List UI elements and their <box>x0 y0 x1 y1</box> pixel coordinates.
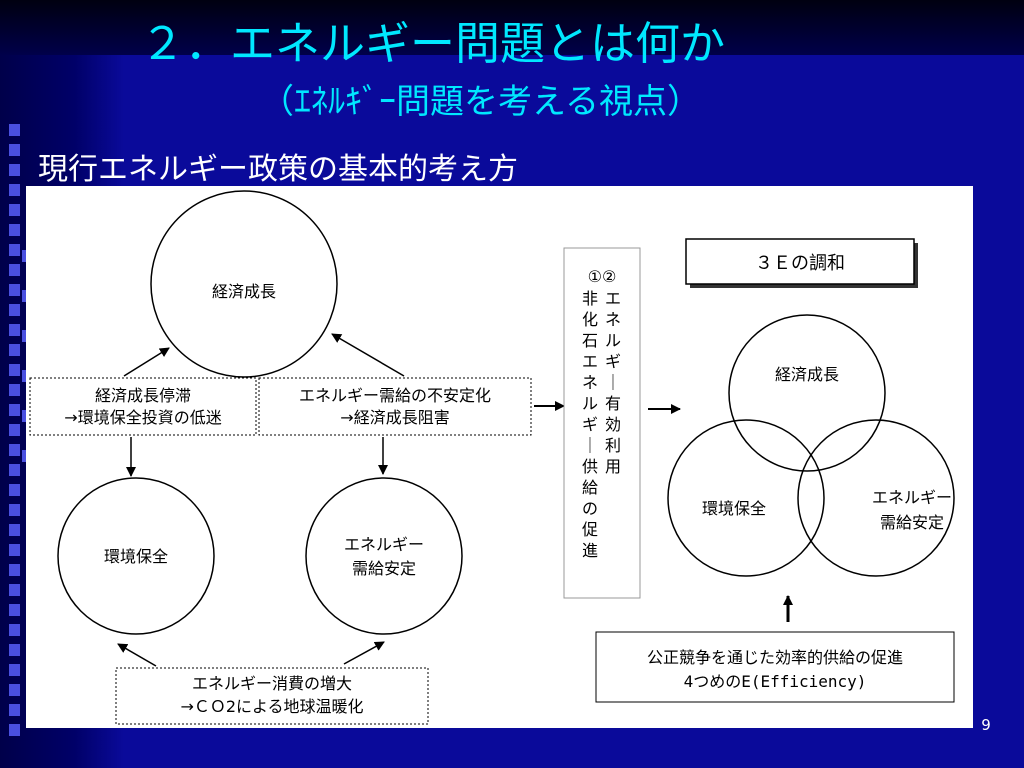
middle-box <box>563 247 641 599</box>
section-heading: 現行エネルギー政策の基本的考え方 <box>38 152 518 187</box>
decor-square <box>9 524 20 536</box>
vertical-char: 供 <box>582 457 598 476</box>
bottom-box-efficiency-line1: 公正競争を通じた効率的供給の促進 <box>647 648 903 667</box>
diagram-svg: 経済成長 環境保全 エネルギー 需給安定 経済成長停滞 →環境保全投資の低迷 エ… <box>29 190 955 725</box>
decor-square <box>9 224 20 236</box>
circle-environment-right <box>667 419 825 577</box>
vertical-char: 効 <box>605 415 621 434</box>
decor-square <box>9 704 20 716</box>
title-box-3e-label: ３Ｅの調和 <box>755 253 845 274</box>
vertical-char: 有 <box>605 394 621 413</box>
vertical-char: 非 <box>582 289 598 308</box>
circle-economic-growth-right <box>728 314 886 472</box>
decor-square <box>9 264 20 276</box>
bottom-box-efficiency-line2: 4つめのE(Efficiency) <box>684 672 867 691</box>
box-growth-stagnation-line1: 経済成長停滞 <box>95 386 191 405</box>
box-energy-instability-line1: エネルギー需給の不安定化 <box>299 386 491 405</box>
decor-square <box>9 584 20 596</box>
label-economic-growth-left: 経済成長 <box>212 282 276 301</box>
vertical-char: 化 <box>582 310 598 329</box>
circle-economic-growth-left <box>150 190 338 378</box>
decor-square <box>9 604 20 616</box>
decor-square <box>9 424 20 436</box>
box-growth-stagnation <box>29 377 257 436</box>
vertical-char: ｜ <box>582 436 598 455</box>
decor-square <box>9 484 20 496</box>
decor-square <box>9 444 20 456</box>
decor-square <box>9 404 20 416</box>
bottom-box-efficiency <box>595 631 955 703</box>
vertical-char: ル <box>582 394 598 413</box>
slide-subtitle: （ｴﾈﾙｷﾞｰ問題を考える視点） <box>260 82 701 122</box>
vertical-char: ネ <box>582 373 598 392</box>
decor-square <box>9 164 20 176</box>
decor-square <box>9 204 20 216</box>
box-energy-instability <box>258 377 532 436</box>
label-energy-right-2: 需給安定 <box>880 513 944 532</box>
decor-square <box>9 364 20 376</box>
title-box-3e <box>685 238 915 285</box>
label-energy-right-1: エネルギー <box>872 488 952 507</box>
vertical-char: 利 <box>605 436 621 455</box>
circle-energy-supply-right <box>797 419 955 577</box>
decor-square <box>9 344 20 356</box>
label-environment-right: 環境保全 <box>702 499 766 518</box>
arrow-to-growth-from-right-box <box>331 333 405 377</box>
decor-square <box>9 544 20 556</box>
decor-square <box>9 464 20 476</box>
decor-square <box>9 684 20 696</box>
slide-title: ２．エネルギー問題とは何か <box>140 17 726 70</box>
vertical-char: ネ <box>605 310 621 329</box>
vertical-char: ル <box>605 331 621 350</box>
vertical-char: 用 <box>605 457 621 476</box>
label-environment-left: 環境保全 <box>104 547 168 566</box>
vertical-char: 促 <box>582 520 598 539</box>
box-energy-consumption <box>115 667 429 725</box>
box-energy-consumption-line2: →ＣＯ2による地球温暖化 <box>180 697 363 716</box>
decor-square <box>9 564 20 576</box>
decor-square <box>9 304 20 316</box>
decor-square <box>9 664 20 676</box>
label-economic-growth-right: 経済成長 <box>775 365 839 384</box>
vertical-char: ギ <box>605 352 621 371</box>
diagram-panel: 経済成長 環境保全 エネルギー 需給安定 経済成長停滞 →環境保全投資の低迷 エ… <box>26 186 973 728</box>
vertical-char: 進 <box>582 541 598 560</box>
middle-box-header: ①② <box>588 267 617 286</box>
circle-environment-left <box>57 477 215 635</box>
decor-square <box>9 384 20 396</box>
box-growth-stagnation-line2: →環境保全投資の低迷 <box>64 408 221 427</box>
vertical-char: ギ <box>582 415 598 434</box>
box-energy-consumption-line1: エネルギー消費の増大 <box>192 674 352 693</box>
arrow-up-to-energy <box>343 641 385 665</box>
decor-square <box>9 724 20 736</box>
circle-energy-supply-left <box>305 477 463 635</box>
arrow-up-to-environment <box>117 643 157 667</box>
decor-square <box>9 644 20 656</box>
decor-square <box>9 144 20 156</box>
decor-square <box>9 324 20 336</box>
decor-square <box>9 624 20 636</box>
decor-square <box>9 124 20 136</box>
decor-square <box>9 504 20 516</box>
vertical-char: 給 <box>582 478 598 497</box>
vertical-char: エ <box>582 352 598 371</box>
decor-square <box>9 184 20 196</box>
background-top-band <box>0 0 1024 55</box>
arrow-to-growth-from-left-box <box>123 347 170 377</box>
decor-square <box>9 244 20 256</box>
box-energy-instability-line2: →経済成長阻害 <box>340 408 449 427</box>
decor-square <box>9 284 20 296</box>
page-number: 9 <box>981 716 991 734</box>
label-energy-left-1: エネルギー <box>344 535 424 554</box>
vertical-char: の <box>582 499 598 518</box>
vertical-char: 石 <box>582 331 598 350</box>
label-energy-left-2: 需給安定 <box>352 559 416 578</box>
vertical-char: ｜ <box>605 373 621 392</box>
vertical-char: エ <box>605 289 621 308</box>
